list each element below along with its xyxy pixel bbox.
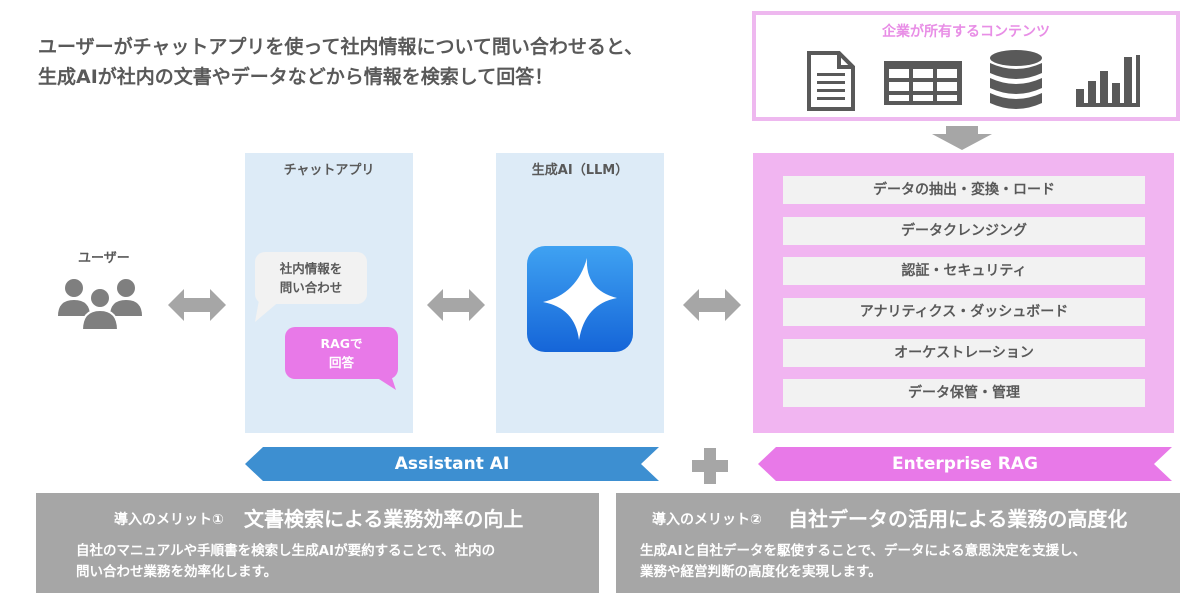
bidirectional-arrow-icon xyxy=(427,289,485,321)
ai-sparkle-icon xyxy=(527,246,633,352)
headline: ユーザーがチャットアプリを使って社内情報について問い合わせると、 生成AIが社内… xyxy=(38,32,643,92)
bar-chart-icon xyxy=(1076,55,1140,107)
enterprise-rag-banner: Enterprise RAG xyxy=(758,447,1172,481)
merit-body: 生成AIと自社データを駆使することで、データによる意思決定を支援し、 業務や経営… xyxy=(640,541,1086,583)
headline-line2: 生成AIが社内の文書やデータなどから情報を検索して回答！ xyxy=(38,66,554,88)
question-line1: 社内情報を xyxy=(279,261,343,276)
answer-bubble-tail xyxy=(368,372,396,390)
enterprise-contents-box: 企業が所有するコンテンツ xyxy=(752,11,1180,121)
contents-title: 企業が所有するコンテンツ xyxy=(882,24,1050,40)
answer-line1: RAGで xyxy=(320,336,363,351)
enterprise-item: アナリティクス・ダッシュボード xyxy=(783,298,1145,326)
enterprise-rag-panel: データの抽出・変換・ロード データクレンジング 認証・セキュリティ アナリティク… xyxy=(753,153,1174,433)
chat-app-title: チャットアプリ xyxy=(283,163,375,178)
question-line2: 問い合わせ xyxy=(279,280,343,295)
bidirectional-arrow-icon xyxy=(168,289,226,321)
enterprise-item: データ保管・管理 xyxy=(783,379,1145,407)
merit-body-line2: 問い合わせ業務を効率化します。 xyxy=(76,564,278,580)
question-bubble: 社内情報を 問い合わせ xyxy=(255,252,367,304)
merit-body-line1: 自社のマニュアルや手順書を検索し生成AIが要約することで、社内の xyxy=(76,543,496,559)
headline-line1: ユーザーがチャットアプリを使って社内情報について問い合わせると、 xyxy=(38,36,644,58)
document-icon xyxy=(807,51,855,111)
assistant-ai-banner: Assistant AI xyxy=(245,447,659,481)
merit-label: 導入のメリット② xyxy=(652,512,762,528)
users-icon xyxy=(58,279,142,331)
merit-box-1: 導入のメリット① 文書検索による業務効率の向上 自社のマニュアルや手順書を検索し… xyxy=(36,493,599,593)
merit-title: 文書検索による業務効率の向上 xyxy=(244,507,524,531)
enterprise-item: オーケストレーション xyxy=(783,339,1145,367)
merit-body: 自社のマニュアルや手順書を検索し生成AIが要約することで、社内の 問い合わせ業務… xyxy=(76,541,495,583)
answer-line2: 回答 xyxy=(328,355,354,370)
merit-label: 導入のメリット① xyxy=(114,512,224,528)
llm-column: 生成AI（LLM） xyxy=(496,153,664,433)
answer-bubble: RAGで 回答 xyxy=(285,327,398,379)
enterprise-item: 認証・セキュリティ xyxy=(783,257,1145,285)
plus-icon xyxy=(692,448,728,484)
user-label: ユーザー xyxy=(78,251,130,266)
enterprise-item: データの抽出・変換・ロード xyxy=(783,176,1145,204)
enterprise-item: データクレンジング xyxy=(783,217,1145,245)
down-arrow-icon xyxy=(932,126,992,150)
database-icon xyxy=(990,50,1042,109)
merit-body-line2: 業務や経営判断の高度化を実現します。 xyxy=(640,564,882,580)
bidirectional-arrow-icon xyxy=(683,289,741,321)
llm-title: 生成AI（LLM） xyxy=(531,163,629,178)
table-icon xyxy=(884,61,962,105)
question-bubble-tail xyxy=(255,300,281,322)
merit-body-line1: 生成AIと自社データを駆使することで、データによる意思決定を支援し、 xyxy=(640,543,1087,559)
merit-box-2: 導入のメリット② 自社データの活用による業務の高度化 生成AIと自社データを駆使… xyxy=(616,493,1180,593)
merit-title: 自社データの活用による業務の高度化 xyxy=(788,507,1128,531)
